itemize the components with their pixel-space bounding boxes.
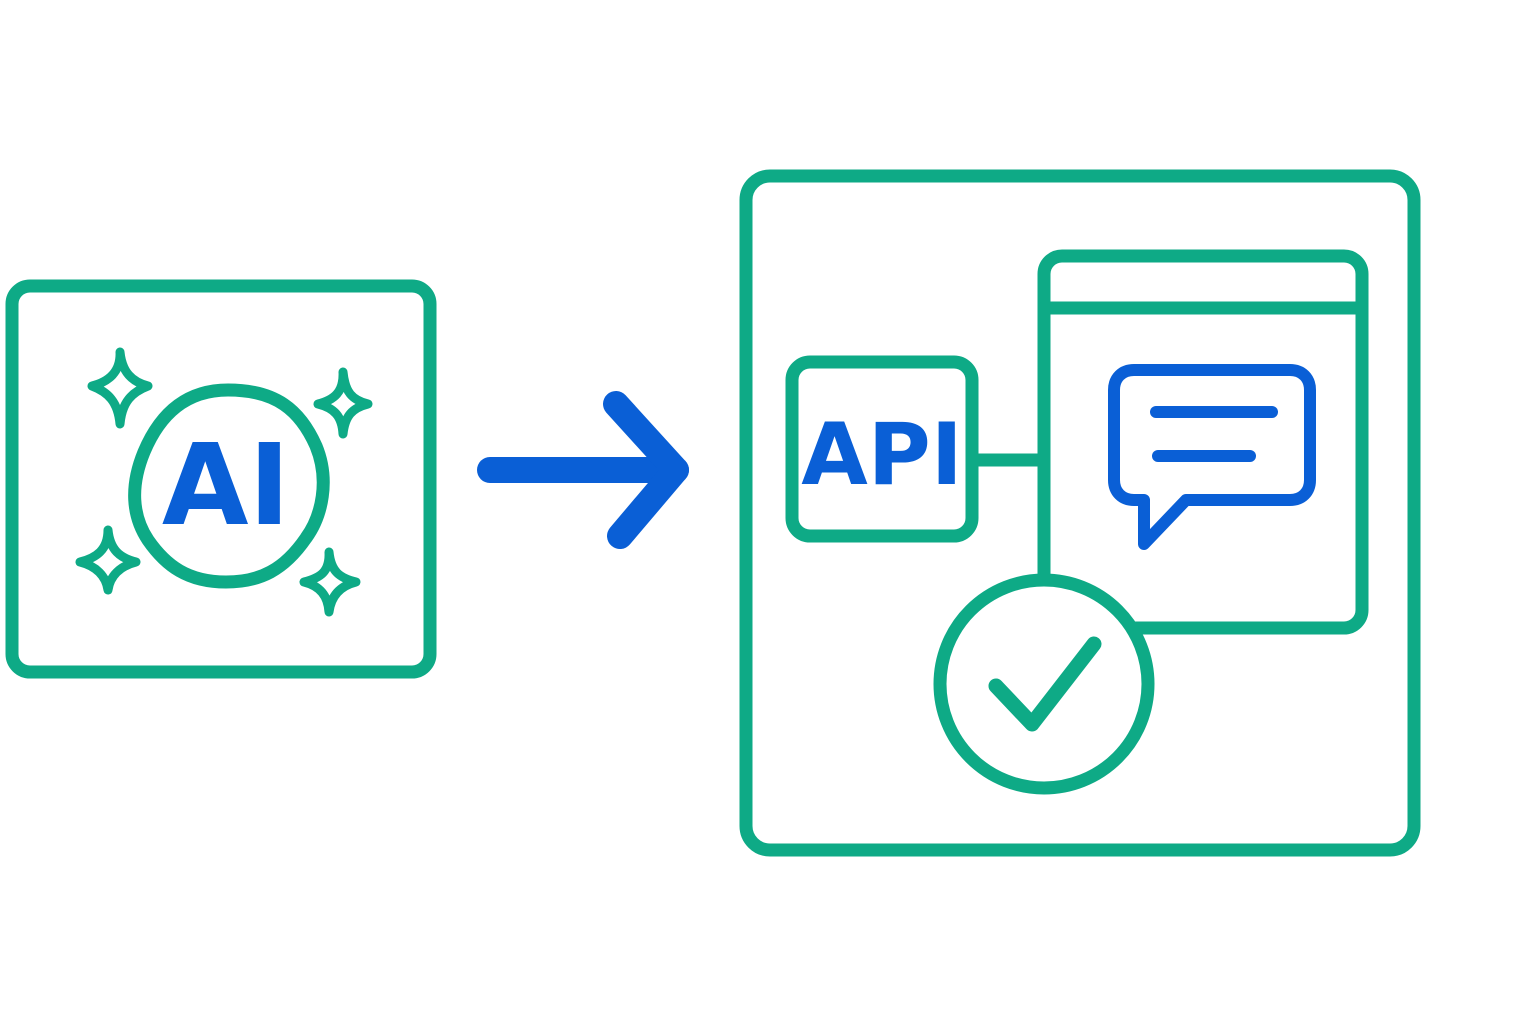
ai-badge-circle bbox=[128, 383, 330, 589]
api-label: API bbox=[801, 405, 963, 505]
sparkle-icon bbox=[87, 347, 153, 429]
check-circle-icon bbox=[933, 573, 1155, 795]
ai-card-frame bbox=[5, 279, 437, 679]
arrow-head bbox=[603, 391, 689, 549]
chat-window-frame bbox=[1037, 249, 1369, 635]
arrow-right-icon bbox=[477, 391, 689, 549]
app-window: API bbox=[739, 169, 1421, 857]
sparkle-icon bbox=[299, 547, 361, 617]
chat-bubble-icon bbox=[1108, 364, 1316, 550]
check-mark bbox=[988, 636, 1102, 732]
ai-card: AI bbox=[5, 279, 437, 679]
chat-window bbox=[1037, 249, 1369, 635]
sparkle-icon bbox=[313, 367, 373, 439]
ai-badge-label: AI bbox=[162, 421, 290, 551]
chat-bubble-outline bbox=[1108, 364, 1316, 550]
api-block-frame bbox=[785, 355, 979, 543]
sparkle-icon bbox=[75, 525, 141, 595]
check-circle-outline bbox=[933, 573, 1155, 795]
api-block: API bbox=[785, 355, 979, 543]
app-window-frame bbox=[739, 169, 1421, 857]
